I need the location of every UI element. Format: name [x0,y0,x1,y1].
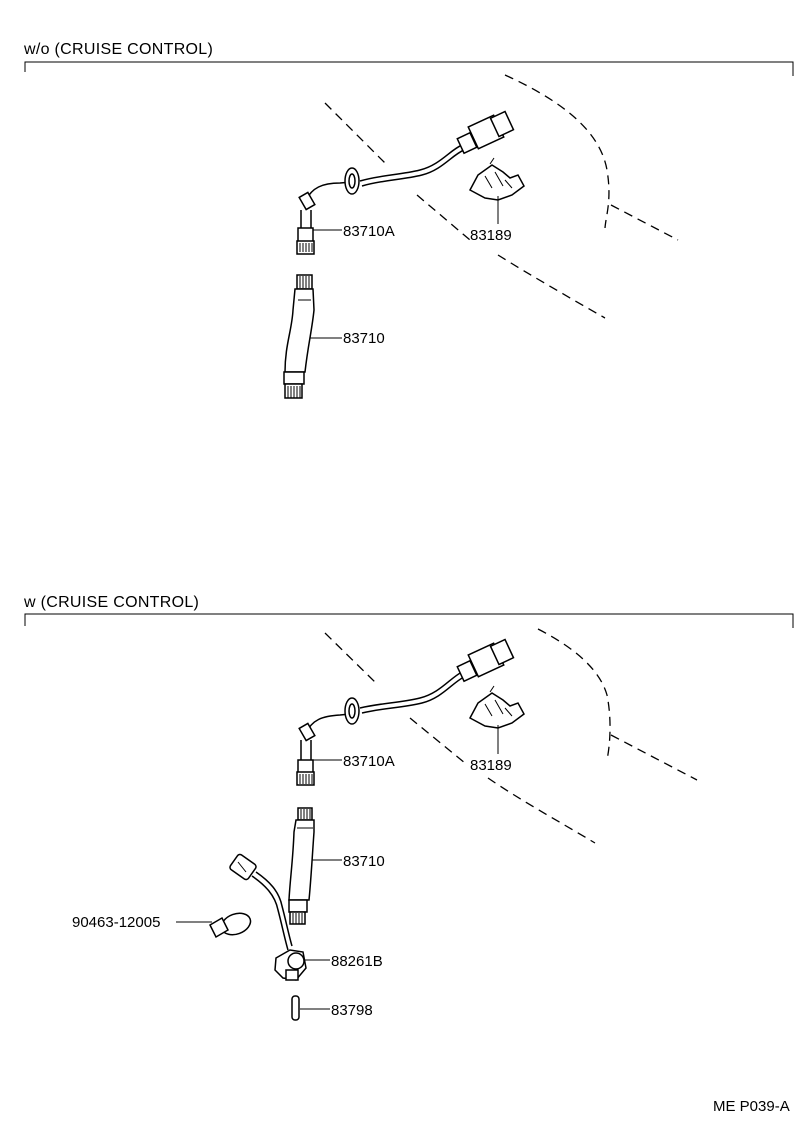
body-outline [324,74,679,319]
label-83710A: 83710A [343,223,395,240]
section-bracket [24,61,794,76]
label-88261B: 88261B [331,953,383,970]
clamp-90463-12005 [209,912,252,939]
sensor-88261B [229,853,307,981]
speedometer-cable-83710A [296,110,515,255]
label-83189: 83189 [470,757,512,774]
grommet-83189 [468,685,525,729]
label-83798: 83798 [331,1002,373,1019]
section-header: w (CRUISE CONTROL) [23,594,199,611]
label-83189: 83189 [470,227,512,244]
label-83710: 83710 [343,330,385,347]
speedometer-cable-83710 [283,274,315,399]
section-header: w/o (CRUISE CONTROL) [23,41,213,58]
speedometer-cable-83710A [296,638,515,786]
section-without-cruise-control: w/o (CRUISE CONTROL) [23,41,794,399]
body-outline [324,628,698,844]
label-83710A: 83710A [343,753,395,770]
section-with-cruise-control: w (CRUISE CONTROL) [23,594,794,1021]
speedometer-cable-83710 [288,807,315,925]
section-bracket [24,613,794,628]
grommet-83189 [468,157,525,201]
diagram-code: ME P039-A [713,1098,790,1115]
pin-83798 [291,995,300,1021]
label-90463-12005: 90463-12005 [72,914,160,931]
label-83710: 83710 [343,853,385,870]
